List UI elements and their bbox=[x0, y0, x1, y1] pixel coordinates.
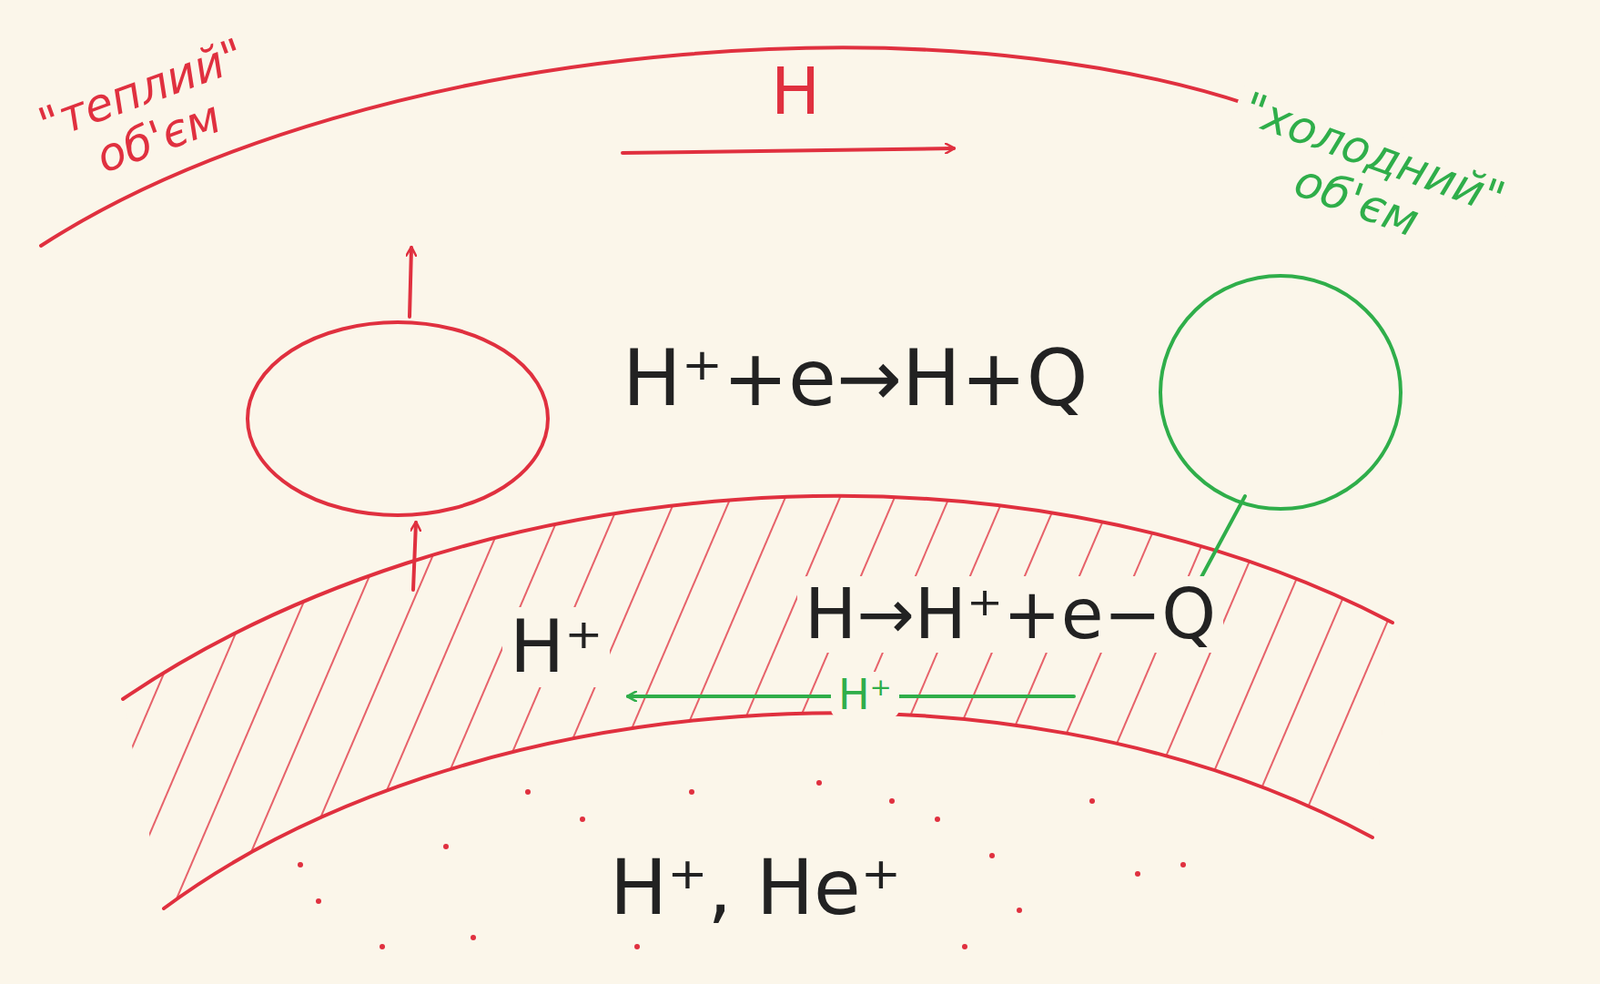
volume-outline bbox=[1157, 273, 1404, 512]
reaction-label: H⁺ bbox=[830, 671, 900, 719]
middle-arc bbox=[122, 496, 1393, 699]
up-arrow bbox=[413, 522, 416, 590]
dots bbox=[297, 779, 1186, 950]
warm-volume: "теплий" об'єм bbox=[244, 319, 551, 518]
volume-label: "теплий" об'єм bbox=[17, 24, 283, 203]
volume-outline bbox=[244, 319, 551, 518]
up-arrow bbox=[409, 247, 412, 317]
reaction-label: H→H⁺+e−Q bbox=[797, 576, 1224, 653]
drift-arrow bbox=[622, 148, 954, 153]
reaction-label: H⁺ bbox=[502, 607, 610, 688]
cold-volume: "холодний" об'єм bbox=[1157, 273, 1404, 512]
reaction-label: H⁺, He⁺ bbox=[609, 845, 902, 930]
volume-label: "холодний" об'єм bbox=[1211, 81, 1519, 275]
reaction-label: H⁺+e→H+Q bbox=[622, 334, 1089, 422]
atom-label: H bbox=[770, 55, 821, 128]
